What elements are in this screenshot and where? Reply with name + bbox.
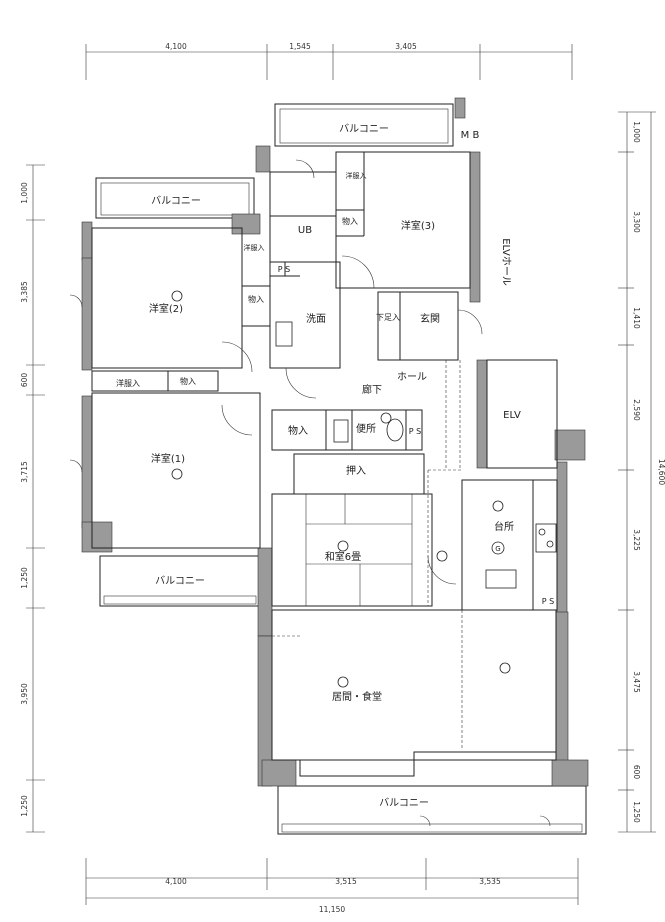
dim-left-2: 3,385 [20, 281, 29, 303]
dim-top-2: 1,545 [289, 42, 311, 51]
room-oshiire: 押入 [346, 464, 366, 477]
balcony-label-bottom: バルコニー [379, 797, 429, 809]
room-shoe-storage: 下足入 [376, 313, 400, 322]
room-labels: 洋室(2) 洋室(1) 洋室(3) 和室6畳 居間・食堂 台所 玄関 ホール 廊… [116, 130, 554, 703]
room-western-1: 洋室(1) [151, 452, 185, 465]
dim-left-6: 3,950 [20, 683, 29, 705]
balcony-labels: バルコニー バルコニー バルコニー バルコニー [151, 123, 429, 809]
room-storage-3: 物入 [342, 216, 358, 226]
room-storage-2: 物入 [248, 294, 264, 304]
room-corridor: 廊下 [362, 383, 382, 396]
balcony-top-right [274, 103, 454, 147]
balcony-bottom [277, 785, 587, 835]
room-living-dining: 居間・食堂 [332, 690, 382, 703]
dim-right-6: 3,475 [632, 671, 641, 693]
room-toilet: 便所 [356, 422, 376, 435]
room-ps-2: P S [409, 427, 421, 436]
dim-right-7: 600 [632, 765, 641, 780]
dim-right-3: 1,410 [632, 307, 641, 329]
room-kitchen: 台所 [494, 520, 514, 533]
dim-left-5: 1,250 [20, 567, 29, 589]
dim-left-3: 600 [20, 373, 29, 388]
dim-bottom-2: 3,515 [335, 877, 357, 886]
dim-right-5: 3,225 [632, 529, 641, 551]
room-elv: ELV [503, 410, 521, 421]
dim-right-8: 1,250 [632, 801, 641, 823]
room-elv-hall: ELVホール [500, 238, 512, 286]
room-closet-2: 洋服入 [116, 378, 140, 388]
dim-left-1: 1,000 [20, 182, 29, 204]
dim-bottom-1: 4,100 [165, 877, 187, 886]
room-japanese: 和室6畳 [325, 550, 361, 563]
room-storage-4: 物入 [288, 424, 308, 437]
room-bath: UB [298, 225, 312, 236]
room-ps-1: P S [278, 265, 290, 274]
room-western-3: 洋室(3) [401, 219, 435, 232]
room-mb: M B [461, 130, 480, 141]
room-closet-3: 洋服入 [346, 171, 367, 180]
dim-left-4: 3,715 [20, 461, 29, 483]
dim-top-1: 4,100 [165, 42, 187, 51]
balcony-label-mid-left: バルコニー [155, 575, 205, 587]
dashed-lines [272, 360, 463, 750]
top-dimension-line: 4,100 1,545 3,405 [85, 42, 573, 80]
room-washroom: 洗面 [306, 313, 326, 325]
dim-right-2: 3,300 [632, 211, 641, 233]
room-storage-1: 物入 [180, 376, 196, 386]
room-entrance: 玄関 [420, 312, 440, 325]
room-ps-3: P S [542, 597, 554, 606]
dim-right-1: 1,000 [632, 121, 641, 143]
bottom-dimension-line: 4,100 3,515 3,535 11,150 [85, 858, 579, 914]
balcony-label-top-right: バルコニー [339, 123, 389, 135]
structural-walls [81, 97, 589, 787]
dim-top-3: 3,405 [395, 42, 417, 51]
dim-bottom-3: 3,535 [479, 877, 501, 886]
room-western-2: 洋室(2) [149, 302, 183, 315]
right-dimension-line: 1,000 3,300 1,410 2,590 3,225 3,475 600 … [618, 111, 665, 833]
dim-left-7: 1,250 [20, 795, 29, 817]
interior-walls [91, 151, 558, 777]
room-closet-1: 洋服入 [244, 243, 265, 252]
dim-right-4: 2,590 [632, 399, 641, 421]
dim-bottom-total: 11,150 [319, 905, 345, 914]
fixtures: G [171, 290, 557, 688]
room-hall: ホール [397, 371, 427, 383]
balcony-top-left [95, 177, 255, 219]
door-swings [69, 159, 551, 827]
left-dimension-line: 1,000 3,385 600 3,715 1,250 3,950 1,250 [20, 164, 45, 833]
gas-symbol: G [495, 545, 500, 553]
balcony-label-top-left: バルコニー [151, 195, 201, 207]
dim-right-total: 14,600 [657, 459, 665, 485]
